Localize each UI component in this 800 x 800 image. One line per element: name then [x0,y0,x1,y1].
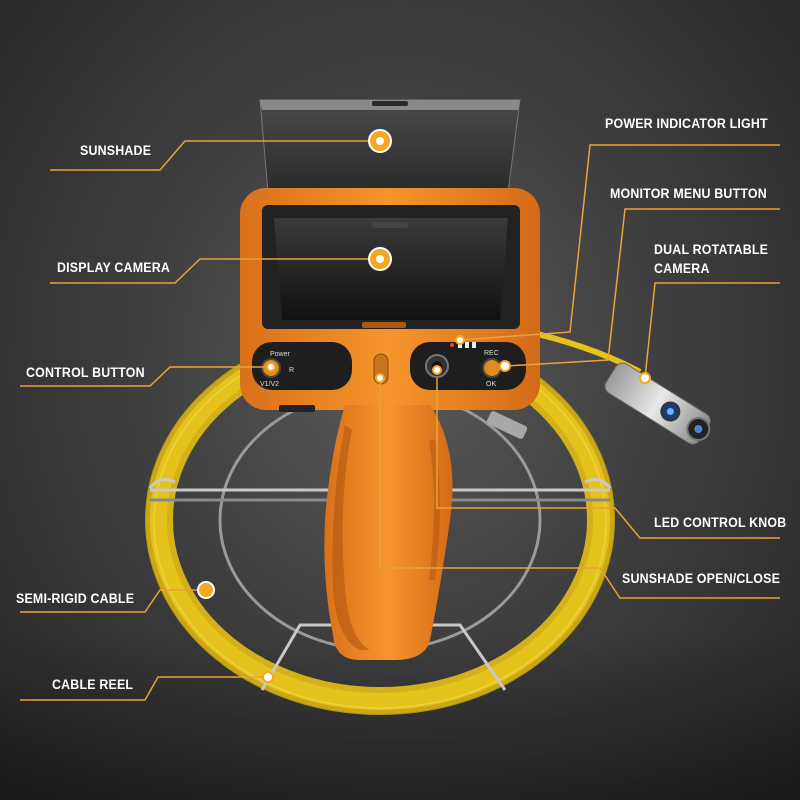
label-monitor-menu-button: MONITOR MENU BUTTON [610,186,767,201]
side-port [279,405,315,412]
label-power-indicator-light: POWER INDICATOR LIGHT [605,116,768,131]
label-sunshade-open-close: SUNSHADE OPEN/CLOSE [622,571,781,586]
label-control-button: CONTROL BUTTON [26,365,145,380]
callout-lines [20,140,780,701]
cable-connector [486,411,528,439]
label-dual-rotatable-camera-line2: CAMERA [654,261,710,276]
label-sunshade: SUNSHADE [80,143,152,158]
label-led-control-knob: LED CONTROL KNOB [654,515,787,530]
right-control-pod: REC OK [410,342,526,390]
label-cable-reel: CABLE REEL [52,677,134,692]
label-dual-rotatable-camera-line1: DUAL ROTATABLE [654,242,769,257]
r-text: R [289,367,294,374]
power-text: Power [270,351,291,358]
left-control-pod: Power R V1/V2 [252,342,352,390]
label-display-camera: DISPLAY CAMERA [57,260,171,275]
sunshade [259,99,521,216]
ok-text: OK [486,381,496,388]
handle [324,405,453,660]
label-semi-rigid-cable: SEMI-RIGID CABLE [16,591,135,606]
v1v2-text: V1/V2 [260,381,279,388]
callout-dots [197,129,651,683]
dual-rotatable-camera-probe [604,362,711,445]
rec-text: REC [484,350,499,357]
